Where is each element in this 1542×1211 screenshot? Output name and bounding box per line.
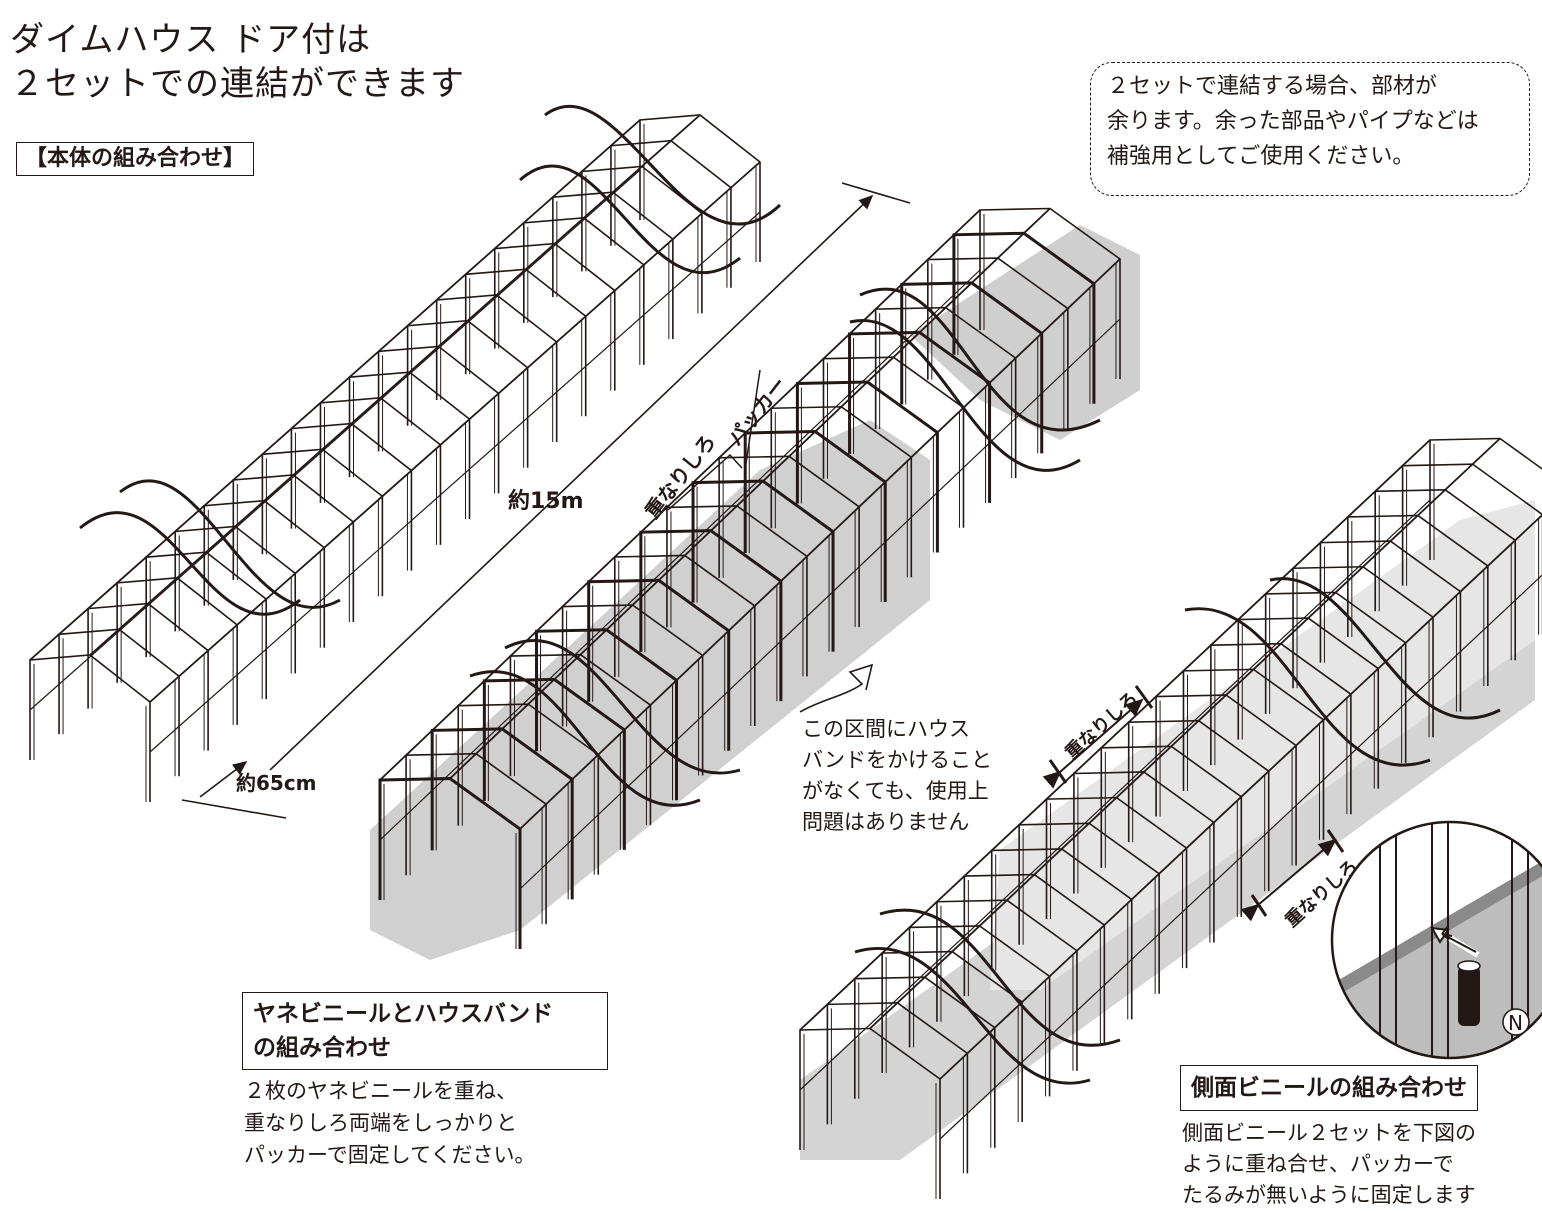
roof-vinyl-shade-far xyxy=(910,225,1140,440)
title-line-1: ダイムハウス ドア付は xyxy=(10,20,372,60)
roof-desc-line-1: ２枚のヤネビニールを重ね、 xyxy=(244,1079,517,1103)
callout-line-3: がなくても、使用上 xyxy=(802,779,989,803)
house-band-callout: この区間にハウス バンドをかけること がなくても、使用上 問題はありません xyxy=(802,714,992,838)
side-vinyl-shade-inner xyxy=(990,500,1535,990)
break-curve-house1-far-2 xyxy=(544,105,782,226)
roof-overlap-label: 重なりしろ xyxy=(640,430,720,524)
roof-section-description: ２枚のヤネビニールを重ね、 重なりしろ両端をしっかりと パッカーで固定してくださ… xyxy=(244,1075,535,1171)
break-curve-house3-near xyxy=(879,908,1121,1047)
length-label: 約15m xyxy=(508,488,584,514)
break-curve-house2-far-2 xyxy=(849,318,1081,472)
break-curve-house2-far xyxy=(859,287,1101,432)
break-curve-house3-far xyxy=(1269,577,1501,720)
roof-desc-line-3: パッカーで固定してください。 xyxy=(244,1143,536,1167)
detail-magnifier: N xyxy=(1330,820,1542,1060)
callout-line-2: バンドをかけること xyxy=(802,748,993,772)
detail-marker-label: N xyxy=(1508,1011,1523,1035)
break-curve-house1-near-2 xyxy=(119,479,341,609)
page-title: ダイムハウス ドア付は ２セットでの連結ができます xyxy=(10,18,465,106)
callout-line-4: 問題はありません xyxy=(802,810,970,834)
detail-marker-circle xyxy=(1502,1008,1530,1036)
side-desc-line-3: たるみが無いように固定します xyxy=(1182,1183,1476,1207)
width-label: 約65cm xyxy=(236,771,317,795)
note-line-2: 余ります。余った部品やパイプなどは xyxy=(1107,109,1479,134)
break-curve-house1-near xyxy=(79,511,301,616)
length-dimension: 約15m xyxy=(269,182,911,771)
side-desc-line-2: ように重ね合せ、パッカーで xyxy=(1182,1152,1454,1176)
main-frame-heading: 【本体の組み合わせ】 xyxy=(16,142,255,176)
break-curve-house1-far xyxy=(519,164,741,275)
break-curve-house3-far-2 xyxy=(1184,607,1431,767)
break-curve-house3-near-2 xyxy=(854,947,1091,1085)
width-dimension: 約65cm xyxy=(181,761,317,819)
side-section-heading: 側面ビニールの組み合わせ xyxy=(1180,1065,1478,1111)
note-line-3: 補強用としてご使用ください。 xyxy=(1107,144,1415,169)
leftover-parts-note: ２セットで連結する場合、部材が 余ります。余った部品やパイプなどは 補強用として… xyxy=(1090,62,1530,196)
callout-line-1: この区間にハウス xyxy=(802,717,970,741)
packer-label: パッカー xyxy=(723,372,791,450)
roof-section-heading: ヤネビニールとハウスバンド の組み合わせ xyxy=(242,992,608,1070)
roof-desc-line-2: 重なりしろ両端をしっかりと xyxy=(244,1111,517,1135)
title-line-2: ２セットでの連結ができます xyxy=(10,64,465,104)
roof-heading-line-2: の組み合わせ xyxy=(253,1035,391,1061)
callout-tail xyxy=(799,663,874,713)
roof-heading-line-1: ヤネビニールとハウスバンド xyxy=(253,1001,554,1027)
side-desc-line-1: 側面ビニール２セットを下図の xyxy=(1182,1121,1476,1145)
break-curve-house2-near-2 xyxy=(469,670,701,807)
side-section-description: 側面ビニール２セットを下図の ように重ね合せ、パッカーで たるみが無いように固定… xyxy=(1182,1118,1476,1211)
roof-vinyl-shade-near xyxy=(370,420,930,960)
break-curve-house2-near xyxy=(504,639,741,775)
note-line-1: ２セットで連結する場合、部材が xyxy=(1107,74,1438,99)
